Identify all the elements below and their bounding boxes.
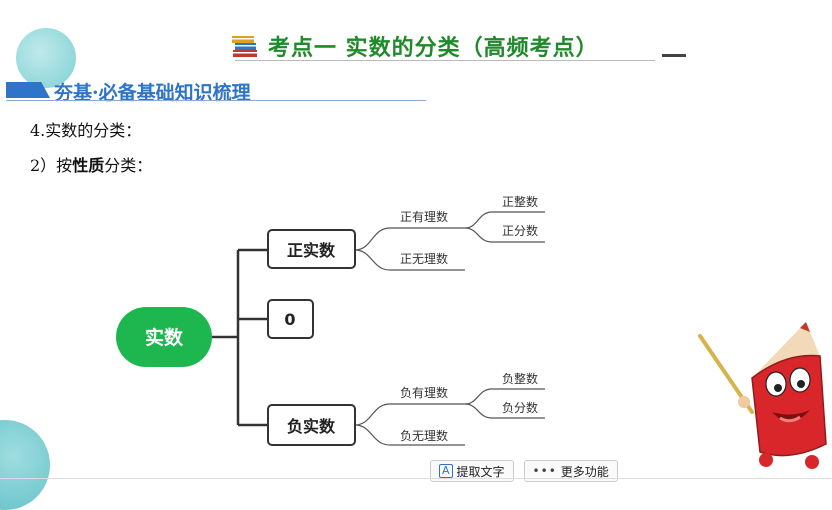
mindmap-label-negative-integer: 负整数 <box>502 371 538 386</box>
more-features-label: 更多功能 <box>561 463 609 480</box>
mindmap-label-negative: 负实数 <box>287 417 336 436</box>
mindmap-root-label: 实数 <box>145 326 184 349</box>
mindmap-label-positive-irrational: 正无理数 <box>400 251 448 266</box>
mindmap-label-positive-integer: 正整数 <box>502 194 538 209</box>
mindmap-label-zero: 0 <box>284 310 295 329</box>
mindmap-label-positive-rational: 正有理数 <box>400 209 448 224</box>
pencil-mascot-illustration <box>700 322 826 469</box>
mindmap-label-positive: 正实数 <box>287 241 336 260</box>
mindmap-label-negative-fraction: 负分数 <box>502 400 538 415</box>
mindmap-label-negative-irrational: 负无理数 <box>400 428 448 443</box>
mindmap-label-negative-rational: 负有理数 <box>400 385 448 400</box>
real-number-mindmap: 实数 正实数 0 负实数 正有理数 正无理数 正整数 正分数 负有理数 负无理数… <box>0 0 832 479</box>
mindmap-label-positive-fraction: 正分数 <box>502 223 538 238</box>
text-extract-icon: A <box>439 464 453 478</box>
more-dots-icon: ••• <box>533 464 557 478</box>
extract-text-label: 提取文字 <box>457 463 505 480</box>
